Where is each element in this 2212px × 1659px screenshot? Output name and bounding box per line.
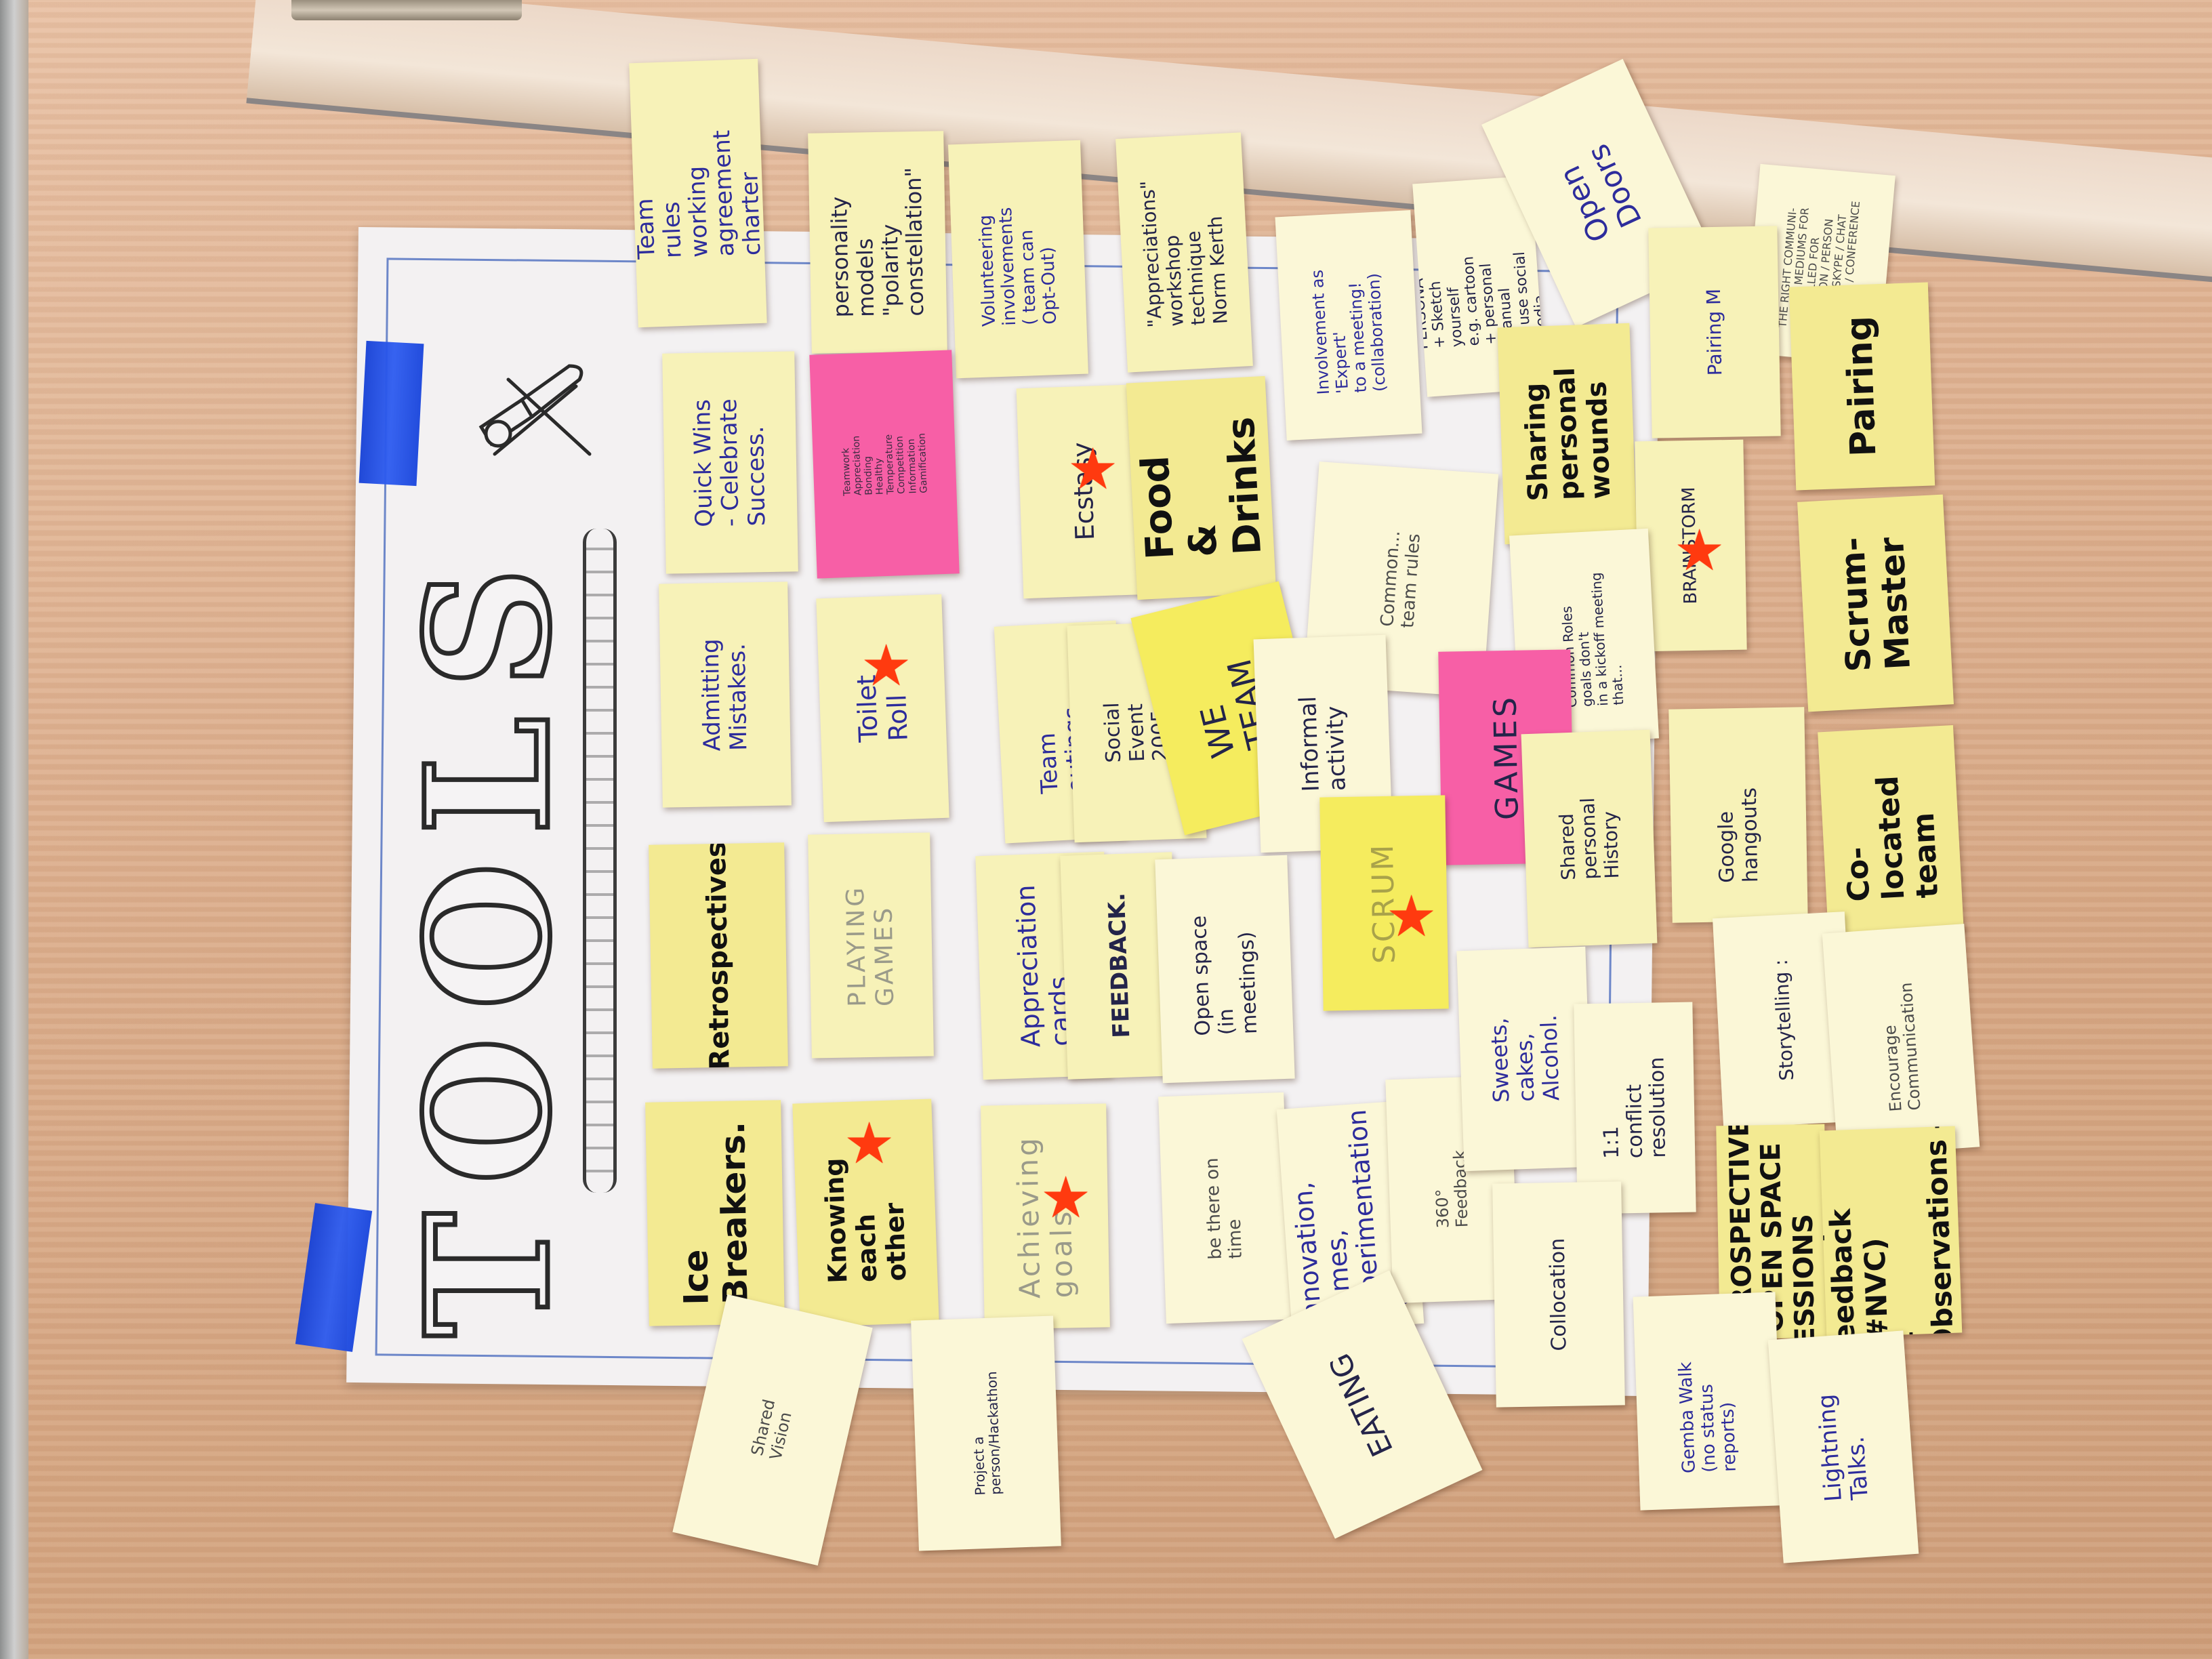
note-text: Food & Drinks: [1133, 415, 1270, 561]
note-quick-wins: Quick Wins - Celebrate Success.: [662, 351, 798, 574]
note-text: Admitting Mistakes.: [697, 638, 753, 752]
note-pairing-bold: Pairing: [1788, 282, 1936, 491]
note-text: Shared personal History: [1555, 797, 1624, 881]
note-gemba-walk: Gemba Walk (no status reports): [1633, 1292, 1783, 1511]
note-text: PLAYING GAMES: [842, 884, 900, 1007]
note-text: Quick Wins - Celebrate Success.: [689, 398, 771, 527]
star-icon: ★: [1674, 517, 1725, 583]
note-text: Google hangouts: [1714, 787, 1763, 884]
note-google-hangouts: Google hangouts: [1668, 707, 1808, 923]
title-underline: [583, 529, 617, 1193]
note-text: Lightning Talks.: [1812, 1393, 1874, 1503]
note-food-drinks: Food & Drinks: [1126, 375, 1277, 600]
note-text: GAMES: [1486, 694, 1525, 821]
note-pink-small: Teamwork Appreciation Bonding Healthy Te…: [809, 350, 960, 579]
note-innovation-games: Collocation: [1492, 1181, 1625, 1408]
note-pairing: Pairing M: [1648, 226, 1781, 438]
note-text: Scrum- Master: [1832, 535, 1918, 673]
note-text: Retrospectives: [701, 842, 736, 1069]
note-text: Volunteering involvements ( team can Opt…: [975, 206, 1061, 327]
note-text: + 5 step feedback (#NVC) + Observations …: [1819, 1126, 1963, 1338]
note-team-charter: Team rules working agreement charter: [629, 58, 767, 328]
note-text: 1:1 conflict resolution: [1599, 1057, 1671, 1160]
note-scrum-master: Scrum- Master: [1797, 494, 1954, 712]
note-be-there-on-time: + 5 step feedback (#NVC) + Observations …: [1819, 1126, 1963, 1338]
star-icon: ★: [1386, 883, 1437, 949]
note-volunteering: Volunteering involvements ( team can Opt…: [948, 140, 1088, 379]
note-text: FEEDBACK.: [1103, 893, 1136, 1039]
note-text: be there on time: [1202, 1157, 1247, 1260]
note-text: Sharing personal wounds: [1518, 367, 1616, 502]
note-toilet-roll: Toilet Roll: [816, 594, 949, 823]
note-text: Involvement as 'Expert' to a meeting! (c…: [1307, 269, 1389, 395]
note-text: Informal activity: [1294, 695, 1351, 793]
note-personality-models: personality models "polarity constellati…: [808, 131, 947, 354]
hinge: [291, 0, 522, 20]
board-title: TOOLS: [386, 537, 590, 1340]
note-text: Sweets, cakes, Alcohol.: [1485, 1015, 1564, 1103]
note-shared-vision: Ice Breakers.: [645, 1100, 785, 1326]
note-five-step-feedback: Project a person/Hackathon: [911, 1315, 1061, 1551]
note-collocation: be there on time: [1158, 1092, 1292, 1324]
note-sharing-personal: Sharing personal wounds: [1497, 323, 1637, 545]
star-icon: ★: [861, 632, 912, 699]
note-text: Ice Breakers.: [676, 1121, 756, 1305]
star-icon: ★: [1040, 1164, 1092, 1231]
note-text: Co-located team: [1839, 774, 1946, 903]
note-involvement-expert: Involvement as 'Expert' to a meeting! (c…: [1275, 209, 1422, 441]
note-text: Teamwork Appreciation Bonding Healthy Te…: [840, 432, 929, 496]
note-text: personality models "polarity constellati…: [826, 167, 929, 318]
note-text: Open Doors: [1552, 139, 1649, 248]
note-text: Pairing M: [1702, 288, 1727, 376]
note-playing-games: PLAYING GAMES: [808, 832, 934, 1059]
note-admitting-mistakes: Admitting Mistakes.: [659, 581, 792, 808]
note-text: Open space (in meetings): [1187, 915, 1263, 1037]
note-text: Storytelling :: [1769, 958, 1799, 1082]
note-text: Common... team rules: [1376, 530, 1425, 629]
note-text: EATING: [1323, 1347, 1401, 1462]
note-personal-history: Shared personal History: [1521, 729, 1658, 948]
note-text: Project a person/Hackathon: [970, 1371, 1004, 1496]
note-text: Pairing: [1839, 315, 1885, 457]
note-retrospectives: Retrospectives: [649, 842, 788, 1069]
note-text: Encourage Communication: [1880, 982, 1925, 1113]
note-sweets: Sweets, cakes, Alcohol.: [1456, 946, 1593, 1172]
note-text: Gemba Walk (no status reports): [1675, 1361, 1740, 1474]
star-icon: ★: [1067, 436, 1119, 502]
title-wrap: TOOLS: [386, 413, 590, 1464]
hammer-icon: [478, 364, 592, 456]
note-text: Team rules working agreement charter: [631, 129, 766, 260]
note-open-space: Open space (in meetings): [1155, 855, 1295, 1084]
note-co-located: Co-located team: [1818, 724, 1964, 939]
star-icon: ★: [844, 1110, 895, 1176]
note-appreciations: "Appreciations" workshop technique Norm …: [1115, 132, 1253, 373]
whiteboard-frame-edge: [0, 0, 28, 1659]
note-encourage-communication: Encourage Communication: [1822, 924, 1980, 1157]
note-text: "Appreciations" workshop technique Norm …: [1136, 180, 1232, 329]
note-text: Collocation: [1545, 1237, 1572, 1351]
note-lightning-talks: Lightning Talks.: [1767, 1330, 1919, 1563]
note-text: Shared Vision: [747, 1397, 795, 1462]
